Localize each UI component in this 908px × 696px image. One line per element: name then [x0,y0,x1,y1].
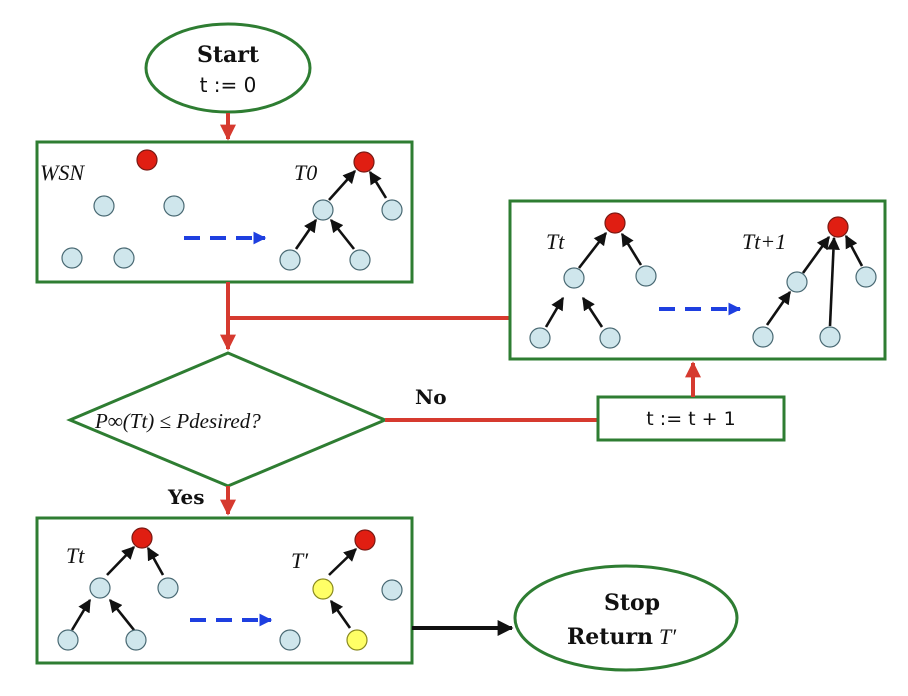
tree-edge [328,548,357,576]
increment-text: t := t + 1 [646,408,735,430]
update-tt1-label: Tt+1 [742,229,786,254]
update-right-node [786,271,808,293]
final-right-node [381,579,403,601]
update-left-node [635,265,657,287]
update-tt-label: Tt [546,229,565,254]
update-right-node [819,326,841,348]
update-box: Tt Tt+1 [508,199,887,361]
t0-node [349,249,371,271]
final-tprime-label: T′ [291,548,309,573]
t0-label: T0 [294,160,317,185]
t0-node [279,249,301,271]
tree-edge [577,231,608,269]
update-right-sink [827,216,849,238]
tree-edge [70,598,92,631]
tree-edge [765,290,792,326]
update-right-node [752,326,774,348]
wsn-sink-node [136,149,158,171]
tree-edge [329,218,356,250]
final-right-highlight-node [346,629,368,651]
no-label: No [415,385,447,409]
tree-edge [146,546,165,576]
final-left-node [125,629,147,651]
final-left-node [57,629,79,651]
yes-label: Yes [167,485,205,509]
tree-edge [620,232,643,266]
final-right-sink [354,529,376,551]
increment-box: t := t + 1 [596,395,786,442]
start-title: Start [197,42,260,68]
wsn-node [113,247,135,269]
final-tt-label: Tt [66,543,85,568]
stop-title: Stop [604,590,660,616]
update-right-node [855,266,877,288]
stop-return-value: T′ [659,624,677,649]
tree-edge [801,235,831,274]
tree-edge [844,234,864,267]
start-node: Start t := 0 [144,22,312,114]
final-left-sink [131,527,153,549]
tree-edge [328,170,356,201]
t0-node [381,199,403,221]
tree-edge [544,296,565,328]
tree-edge [108,598,136,631]
update-left-node [529,327,551,349]
tree-edge [826,236,840,327]
wsn-node [163,195,185,217]
tree-edge [368,170,388,199]
final-left-node [89,577,111,599]
initial-box: WSN T0 [35,140,414,284]
final-right-highlight-node [312,578,334,600]
update-left-node [563,267,585,289]
tree-edge [581,296,604,328]
decision-node: P∞(Tt) ≤ Pdesired? [66,351,389,488]
t0-node [312,199,334,221]
wsn-node [61,247,83,269]
tree-edge [294,218,318,250]
decision-condition: P∞(Tt) ≤ Pdesired? [94,409,261,433]
update-left-sink [604,212,626,234]
update-left-node [599,327,621,349]
wsn-label: WSN [40,160,85,185]
tree-edge [329,599,352,629]
final-right-node [279,629,301,651]
t0-sink-node [353,151,375,173]
tree-edge [106,546,135,576]
final-left-node [157,577,179,599]
start-init-text: t := 0 [200,73,257,97]
wsn-node [93,195,115,217]
stop-return-word: Return [567,624,653,650]
final-box: Tt T′ [35,516,414,665]
stop-node: Stop Return T′ [513,564,739,672]
